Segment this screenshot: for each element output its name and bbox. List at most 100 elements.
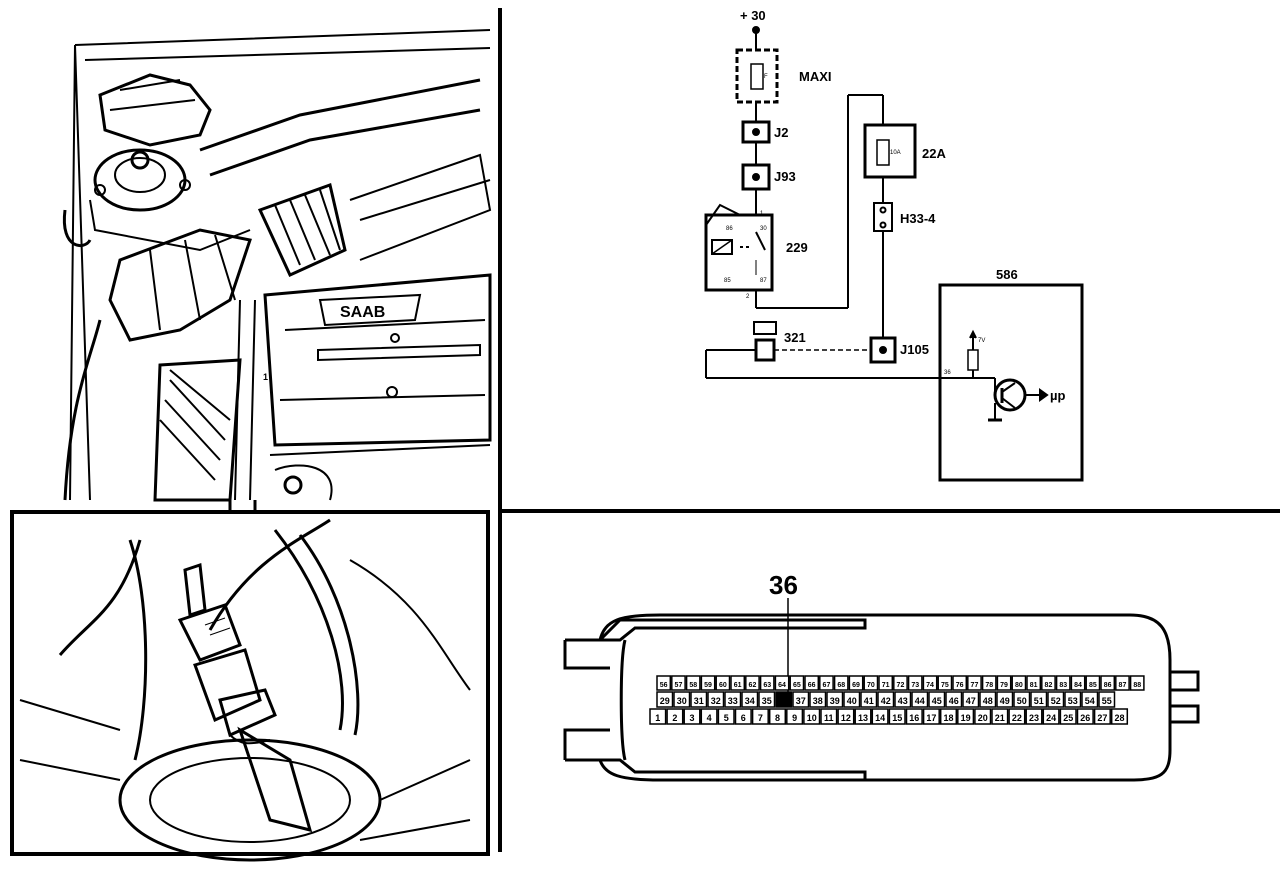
label-relay-pin-2: 2 bbox=[746, 294, 750, 300]
pin-86-box bbox=[1100, 675, 1116, 691]
pin-82-label: 82 bbox=[1045, 682, 1053, 689]
pin-34-label: 34 bbox=[745, 696, 755, 706]
pin-57-label: 57 bbox=[675, 682, 683, 689]
pin-36-label: 36 bbox=[779, 696, 789, 706]
pin-70-label: 70 bbox=[867, 682, 875, 689]
pin-51-box bbox=[1030, 691, 1048, 708]
pin-62-box bbox=[745, 675, 760, 691]
pin-49-label: 49 bbox=[1000, 696, 1010, 706]
label-j93: J93 bbox=[774, 169, 796, 184]
pin-46-label: 46 bbox=[949, 696, 959, 706]
svg-text:SAAB: SAAB bbox=[340, 304, 385, 321]
pin-7-box bbox=[751, 708, 769, 725]
pin-29-box bbox=[656, 691, 674, 708]
pin-12-label: 12 bbox=[841, 713, 851, 723]
pin-19-box bbox=[957, 708, 975, 725]
pin-43-box bbox=[894, 691, 912, 708]
label-relay-pin-86: 86 bbox=[726, 226, 733, 232]
pin-5-box bbox=[717, 708, 735, 725]
pin-27-box bbox=[1093, 708, 1111, 725]
pin-15-box bbox=[888, 708, 906, 725]
pin-72-label: 72 bbox=[897, 682, 905, 689]
label-voltage: 7V bbox=[978, 338, 985, 344]
fuse-maxi-box bbox=[735, 48, 779, 104]
pin-70-box bbox=[863, 675, 879, 691]
pin-74-box bbox=[922, 675, 938, 691]
pin-45-box bbox=[928, 691, 946, 708]
pin-33-box bbox=[724, 691, 742, 708]
pin-47-box bbox=[962, 691, 980, 708]
pin-25-label: 25 bbox=[1063, 713, 1073, 723]
pin-14-box bbox=[871, 708, 889, 725]
pin-76-box bbox=[952, 675, 968, 691]
sensor-detail-inset bbox=[10, 500, 490, 862]
pin-85-label: 85 bbox=[1089, 682, 1097, 689]
pin-31-box bbox=[690, 691, 708, 708]
label-ecu-pin: 36 bbox=[944, 370, 951, 376]
pin-23-box bbox=[1025, 708, 1043, 725]
pin-2-label: 2 bbox=[672, 713, 677, 723]
pin-50-box bbox=[1013, 691, 1031, 708]
label-relay-pin-1: 1 bbox=[760, 211, 764, 217]
wiring-schematic bbox=[704, 26, 1084, 482]
pin-63-box bbox=[759, 675, 775, 691]
pin-43-label: 43 bbox=[898, 696, 908, 706]
pin-19-label: 19 bbox=[961, 713, 971, 723]
pin-58-box bbox=[685, 675, 701, 691]
pin-69-box bbox=[848, 675, 864, 691]
engine-bay-illustration: SAAB 1 bbox=[62, 29, 492, 502]
pin-34-box bbox=[741, 691, 759, 708]
pin-38-label: 38 bbox=[813, 696, 823, 706]
pin-8-box bbox=[768, 708, 787, 725]
pin-13-label: 13 bbox=[858, 713, 868, 723]
pin-22-label: 22 bbox=[1012, 713, 1022, 723]
pin-88-box bbox=[1129, 675, 1145, 691]
pin-3-label: 3 bbox=[689, 713, 694, 723]
connector-321-box bbox=[754, 338, 776, 362]
pin-68-box bbox=[833, 675, 849, 691]
pin-28-label: 28 bbox=[1114, 713, 1124, 723]
pin-75-box bbox=[937, 675, 953, 691]
pin-59-label: 59 bbox=[704, 682, 712, 689]
pin-4-box bbox=[700, 708, 718, 725]
pin-16-label: 16 bbox=[909, 713, 919, 723]
pin-53-box bbox=[1064, 691, 1082, 708]
schematic-labels: + 30 MAXI F J2 J93 229 86 30 85 87 2 1 2… bbox=[724, 8, 1065, 403]
pin-83-label: 83 bbox=[1059, 682, 1067, 689]
pin-81-label: 81 bbox=[1030, 682, 1038, 689]
pin-52-box bbox=[1047, 691, 1065, 708]
pin-55-box bbox=[1098, 691, 1116, 708]
pin-42-box bbox=[877, 691, 895, 708]
pin-33-label: 33 bbox=[728, 696, 738, 706]
pin-35-label: 35 bbox=[762, 696, 772, 706]
pin-14-label: 14 bbox=[875, 713, 885, 723]
pin-40-box bbox=[843, 691, 861, 708]
pin-74-label: 74 bbox=[926, 682, 934, 689]
pin-41-box bbox=[860, 691, 878, 708]
pin-82-box bbox=[1041, 675, 1056, 691]
pin-85-box bbox=[1085, 675, 1101, 691]
pin-57-box bbox=[671, 675, 686, 691]
pin-54-label: 54 bbox=[1085, 696, 1095, 706]
pin-88-label: 88 bbox=[1133, 682, 1141, 689]
pin-12-box bbox=[837, 708, 855, 725]
label-fuse-maxi-value: F bbox=[764, 74, 768, 80]
pin-32-label: 32 bbox=[711, 696, 721, 706]
pin-46-box bbox=[945, 691, 963, 708]
svg-text:1: 1 bbox=[263, 372, 268, 382]
pin-71-label: 71 bbox=[882, 682, 890, 689]
label-j2: J2 bbox=[774, 125, 788, 140]
pin-78-box bbox=[981, 675, 997, 691]
pin-58-label: 58 bbox=[689, 682, 697, 689]
transistor bbox=[993, 378, 1027, 412]
pin-87-box bbox=[1115, 675, 1130, 691]
pin-44-box bbox=[911, 691, 929, 708]
pin-5-label: 5 bbox=[724, 713, 729, 723]
label-h33-4: H33-4 bbox=[900, 211, 936, 226]
pin-54-box bbox=[1081, 691, 1099, 708]
pin-50-label: 50 bbox=[1017, 696, 1027, 706]
pin-79-label: 79 bbox=[1000, 682, 1008, 689]
pin-77-box bbox=[967, 675, 982, 691]
